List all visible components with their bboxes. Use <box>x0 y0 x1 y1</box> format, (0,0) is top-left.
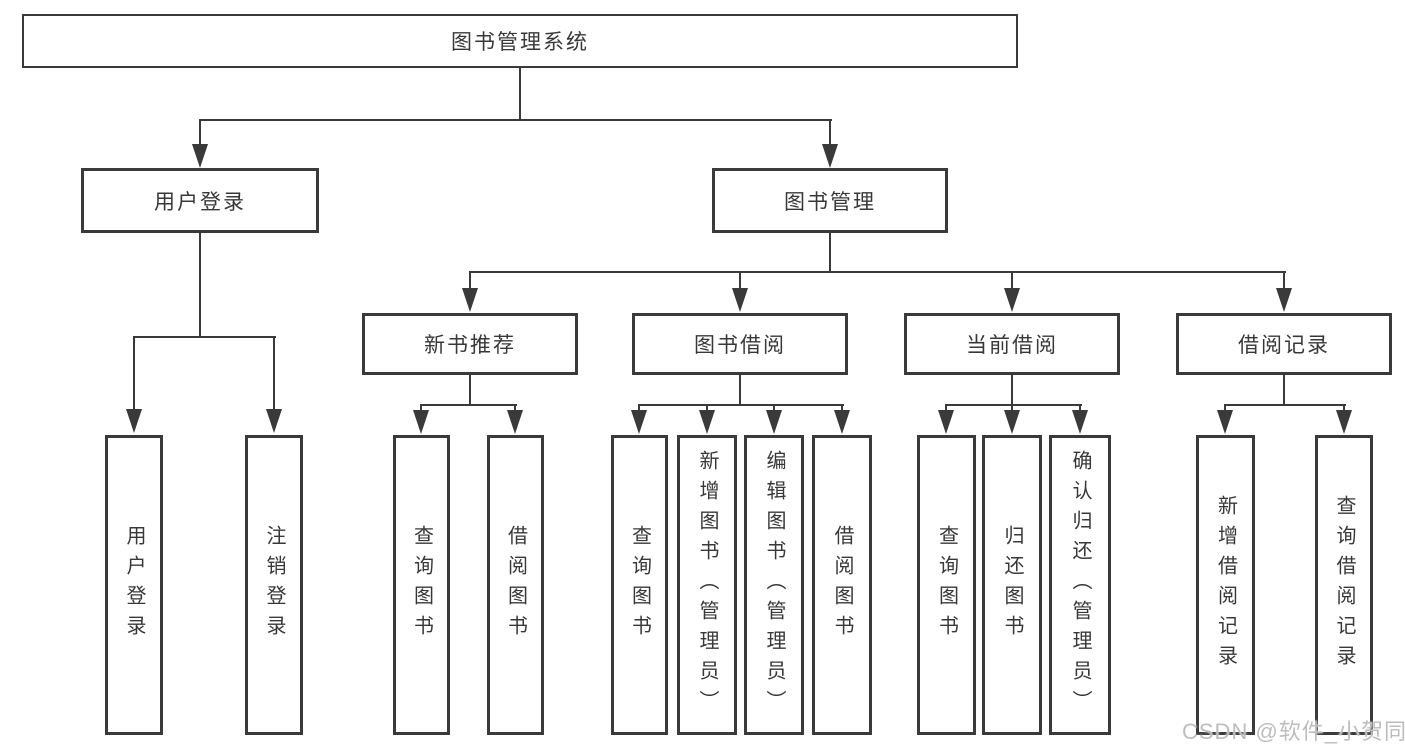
node-library-management-system: 图书管理系统 <box>22 14 1018 68</box>
node-user-login: 用户登录 <box>81 168 319 233</box>
leaf-borrow-books: 借阅图书 <box>487 435 544 735</box>
arrowhead-down-icon <box>462 288 478 312</box>
connector-line <box>1011 375 1013 406</box>
arrowhead-down-icon <box>699 410 715 434</box>
connector-line <box>469 271 471 290</box>
leaf-borrow-books: 借阅图书 <box>812 435 872 735</box>
watermark: CSDN @软件_小贺同学 <box>1182 719 1405 744</box>
connector-line <box>469 271 1286 273</box>
arrowhead-down-icon <box>631 410 647 434</box>
connector-line <box>829 233 831 273</box>
arrowhead-down-icon <box>822 144 838 168</box>
leaf-add-borrow-record: 新增借阅记录 <box>1196 435 1255 735</box>
arrowhead-down-icon <box>1004 410 1020 434</box>
connector-line <box>514 404 516 412</box>
connector-line <box>469 375 471 406</box>
arrowhead-down-icon <box>1276 288 1292 312</box>
arrowhead-down-icon <box>1072 410 1088 434</box>
leaf-confirm-return-admin: 确认归还（管理员） <box>1049 435 1111 735</box>
leaf-query-borrow-record: 查询借阅记录 <box>1315 435 1373 735</box>
connector-line <box>133 336 276 338</box>
connector-line <box>773 404 775 412</box>
connector-line <box>638 404 844 406</box>
connector-line <box>420 404 422 412</box>
connector-line <box>739 375 741 406</box>
leaf-add-books-admin: 新增图书（管理员） <box>677 435 737 735</box>
node-book-borrowing: 图书借阅 <box>632 313 848 375</box>
node-borrowing-records: 借阅记录 <box>1176 313 1392 375</box>
connector-line <box>706 404 708 412</box>
connector-line <box>1343 404 1345 412</box>
leaf-user-login: 用户登录 <box>105 435 163 735</box>
connector-line <box>199 120 201 146</box>
connector-line <box>638 404 640 412</box>
node-current-borrowing: 当前借阅 <box>904 313 1120 375</box>
arrowhead-down-icon <box>507 410 523 434</box>
connector-line <box>133 336 135 411</box>
connector-line <box>519 68 521 120</box>
connector-line <box>1224 404 1346 406</box>
arrowhead-down-icon <box>1217 410 1233 434</box>
arrowhead-down-icon <box>732 288 748 312</box>
leaf-edit-books-admin: 编辑图书（管理员） <box>744 435 804 735</box>
node-new-book-recommendation: 新书推荐 <box>362 313 578 375</box>
connector-line <box>841 404 843 412</box>
arrowhead-down-icon <box>126 409 142 433</box>
arrowhead-down-icon <box>834 410 850 434</box>
arrowhead-down-icon <box>266 409 282 433</box>
connector-line <box>1011 271 1013 290</box>
connector-line <box>945 404 947 412</box>
connector-line <box>273 336 275 411</box>
leaf-query-books: 查询图书 <box>917 435 976 735</box>
connector-line <box>1079 404 1081 412</box>
arrowhead-down-icon <box>1004 288 1020 312</box>
arrowhead-down-icon <box>766 410 782 434</box>
connector-line <box>829 120 831 146</box>
connector-line <box>945 404 1082 406</box>
leaf-logout: 注销登录 <box>245 435 303 735</box>
connector-line <box>1283 271 1285 290</box>
connector-line <box>199 119 832 121</box>
leaf-return-books: 归还图书 <box>982 435 1042 735</box>
leaf-query-books: 查询图书 <box>393 435 450 735</box>
connector-line <box>1011 404 1013 412</box>
connector-line <box>1283 375 1285 406</box>
connector-line <box>199 233 201 337</box>
connector-line <box>739 271 741 290</box>
arrowhead-down-icon <box>1336 410 1352 434</box>
arrowhead-down-icon <box>192 144 208 168</box>
connector-line <box>420 404 517 406</box>
connector-line <box>1224 404 1226 412</box>
arrowhead-down-icon <box>413 410 429 434</box>
leaf-query-books: 查询图书 <box>611 435 668 735</box>
arrowhead-down-icon <box>938 410 954 434</box>
node-book-management: 图书管理 <box>712 168 948 233</box>
